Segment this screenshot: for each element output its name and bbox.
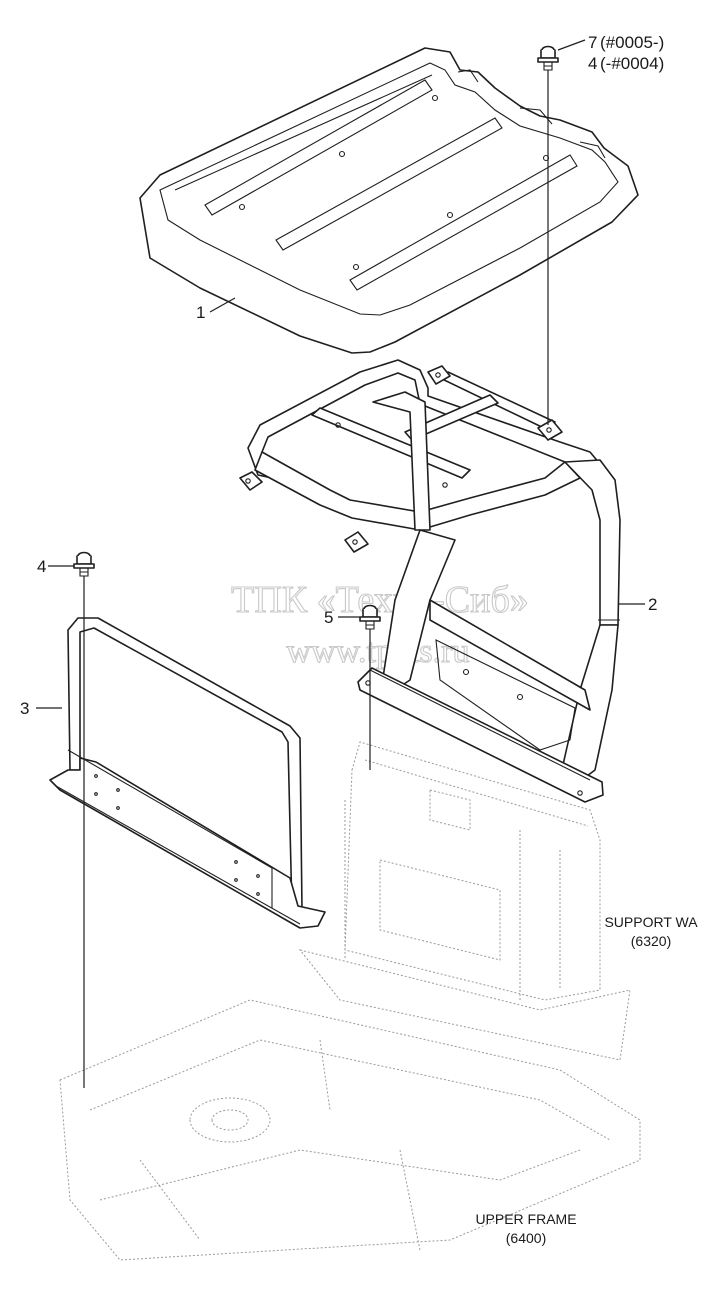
callout-5: 5: [324, 608, 333, 627]
support-wa-label: SUPPORT WA: [604, 914, 698, 930]
callout-4-alt-range: (-#0004): [600, 54, 664, 73]
callout-4: 4: [37, 557, 46, 576]
bolt-center: [359, 604, 381, 630]
callout-7-range: (#0005-): [600, 33, 664, 52]
callout-4-alt: 4: [588, 54, 597, 73]
watermark-line2: www.tpkts.ru: [287, 633, 470, 670]
assembly-lines: [36, 39, 645, 1088]
callout-7: 7: [588, 33, 597, 52]
support-wa-ghost: [298, 741, 631, 1061]
bolt-left: [73, 551, 95, 577]
upper-frame-code: (6400): [506, 1230, 546, 1246]
upper-frame-ghost: [59, 999, 641, 1261]
front-guard: [49, 617, 326, 929]
watermark-line1: ТПК «Техно-Сиб»: [231, 579, 529, 621]
bolt-top-right: [537, 45, 559, 71]
callout-1: 1: [196, 303, 205, 322]
canopy-roof: [139, 47, 639, 354]
support-wa-code: (6320): [631, 933, 671, 949]
callout-2: 2: [648, 595, 657, 614]
rops-frame: [239, 359, 621, 803]
callout-3: 3: [20, 699, 29, 718]
upper-frame-label: UPPER FRAME: [475, 1211, 576, 1227]
